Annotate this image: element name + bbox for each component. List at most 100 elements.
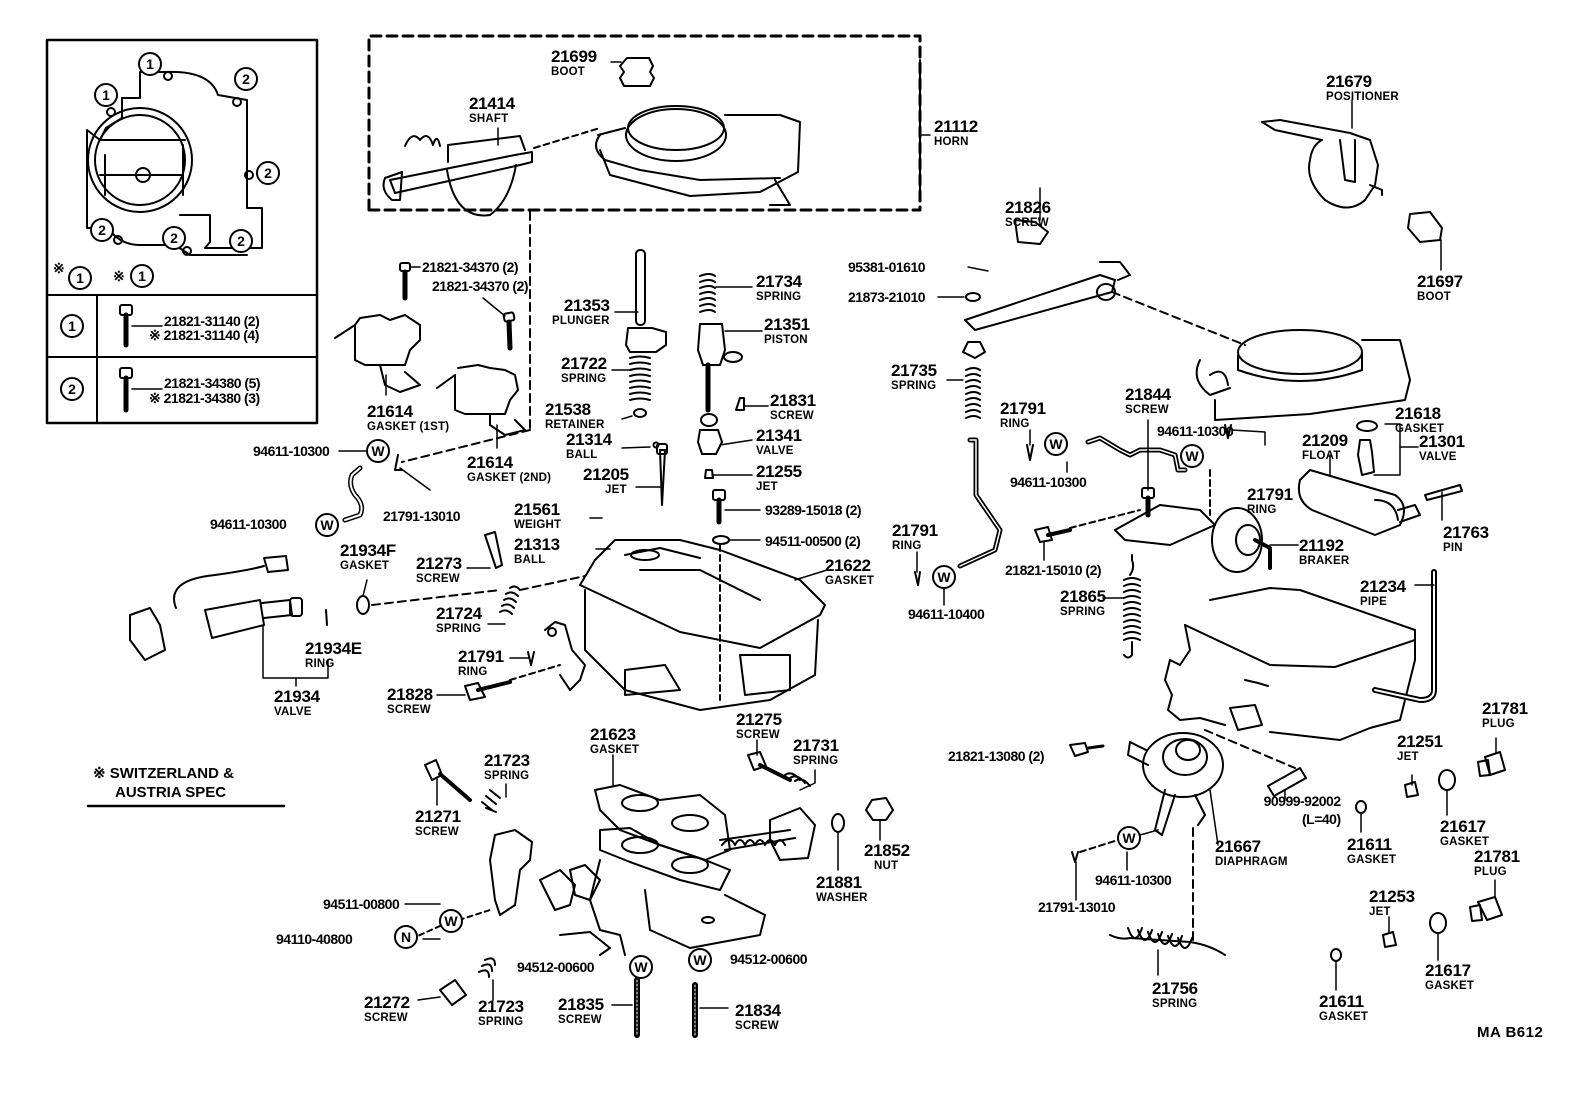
part-label-94611-10300[interactable]: 94611-10300 [210,516,287,532]
part-label-94611-10300[interactable]: 94611-10300 [253,443,330,459]
part-label-94511-00500[interactable]: 94511-00500 (2) [765,533,861,549]
part-label-21821-34370[interactable]: 21821-34370 (2) [432,278,529,294]
part-label-94611-10300[interactable]: 94611-10300 [1010,474,1087,490]
inset-callout-2: 2 [162,226,186,250]
part-label-21821-13080[interactable]: 21821-13080 (2) [948,748,1045,764]
part-label-21821-15010[interactable]: 21821-15010 (2) [1005,562,1102,578]
shaft-21414-drawing [382,127,601,217]
jets-plugs-drawing [1330,737,1506,991]
part-label-94611-10400[interactable]: 94611-10400 [908,606,985,622]
part-label-94611-10300[interactable]: 94611-10300 [1157,423,1234,439]
part-label-90999-92002[interactable]: 90999-92002(L=40) [1258,794,1342,826]
part-number: 21614 [467,453,513,472]
washer-w-icon: W [932,565,956,589]
part-label-21873-21010[interactable]: 21873-21010 [848,289,926,305]
plunger-piston-drawings [625,249,745,545]
part-label-21791-13010[interactable]: 21791-13010 [383,508,461,524]
part-label-94110-40800[interactable]: 94110-40800 [276,931,353,947]
part-label-21821-34370[interactable]: 21821-34370 (2) [422,259,519,275]
part-name: SCREW [736,729,780,741]
part-label-93289-15018[interactable]: 93289-15018 (2) [765,502,862,518]
part-label-95381-01610[interactable]: 95381-01610 [848,259,926,275]
part-label-94511-00800[interactable]: 94511-00800 [323,896,400,912]
part-number: 21723 [484,751,530,770]
part-label-21791-13010[interactable]: 21791-13010 [1038,899,1116,915]
table-part-2a: 21821-34380 (5) [164,375,261,391]
part-label-94512-00600[interactable]: 94512-00600 [517,959,595,975]
air-horn-right-drawing [1195,329,1411,421]
part-label-94512-00600[interactable]: 94512-00600 [730,951,808,967]
part-number: 21614 [367,402,413,421]
part-label-94611-10300[interactable]: 94611-10300 [1095,872,1172,888]
carburetor-body-drawing [544,539,826,711]
part-number: 21697 [1417,272,1463,291]
part-number: 21844 [1125,385,1171,404]
part-number: 21618 [1395,404,1441,423]
part-number: 21209 [1302,431,1348,450]
part-name: NUT [874,860,899,872]
part-number: 21622 [825,556,871,575]
